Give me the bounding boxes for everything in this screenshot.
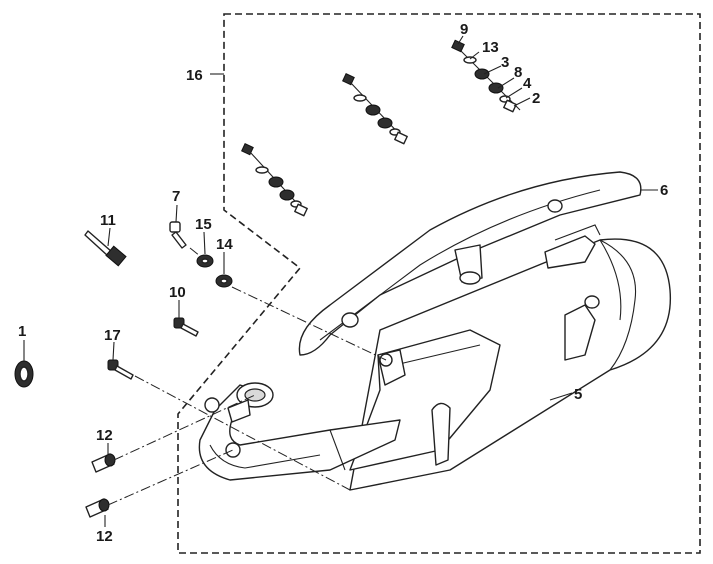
label-part-17: 17 bbox=[104, 327, 121, 344]
label-part-6: 6 bbox=[660, 182, 668, 199]
part-7-bolt bbox=[169, 221, 187, 249]
bolt-stack-front bbox=[241, 143, 308, 217]
alignment-lines bbox=[107, 247, 387, 506]
label-part-11: 11 bbox=[100, 212, 116, 229]
group-boundary-dashed bbox=[177, 13, 701, 554]
label-part-9: 9 bbox=[460, 21, 468, 38]
label-part-3: 3 bbox=[501, 54, 509, 71]
label-part-10: 10 bbox=[169, 284, 186, 301]
label-part-4: 4 bbox=[523, 75, 532, 92]
label-part-16: 16 bbox=[186, 67, 203, 84]
exhaust-header-pipe bbox=[198, 382, 401, 481]
part-12-stud-lower bbox=[85, 498, 110, 518]
part-11-o2-sensor bbox=[84, 230, 127, 267]
bolt-stack-middle bbox=[342, 73, 408, 145]
part-15-washer bbox=[196, 254, 214, 268]
label-part-7: 7 bbox=[172, 188, 180, 205]
part-10-bolt bbox=[173, 317, 199, 337]
label-part-12-lower: 12 bbox=[96, 528, 113, 545]
part-14-washer bbox=[215, 274, 233, 288]
label-part-12-upper: 12 bbox=[96, 427, 113, 444]
part-labels: 1 2 3 4 5 6 7 8 9 10 11 12 12 13 14 15 1… bbox=[18, 21, 668, 545]
part-1-gasket bbox=[14, 360, 34, 388]
part-12-stud-upper bbox=[91, 453, 116, 473]
part-17-bolt bbox=[107, 359, 134, 380]
label-part-1: 1 bbox=[18, 323, 26, 340]
label-part-5: 5 bbox=[574, 386, 582, 403]
muffler-mounting-arm bbox=[298, 171, 642, 356]
label-part-15: 15 bbox=[195, 216, 212, 233]
label-part-14: 14 bbox=[216, 236, 233, 253]
label-part-13: 13 bbox=[482, 39, 499, 56]
bolt-stack-rear bbox=[451, 39, 521, 113]
label-part-2: 2 bbox=[532, 90, 540, 107]
leader-lines bbox=[23, 35, 658, 527]
label-part-8: 8 bbox=[514, 64, 522, 81]
